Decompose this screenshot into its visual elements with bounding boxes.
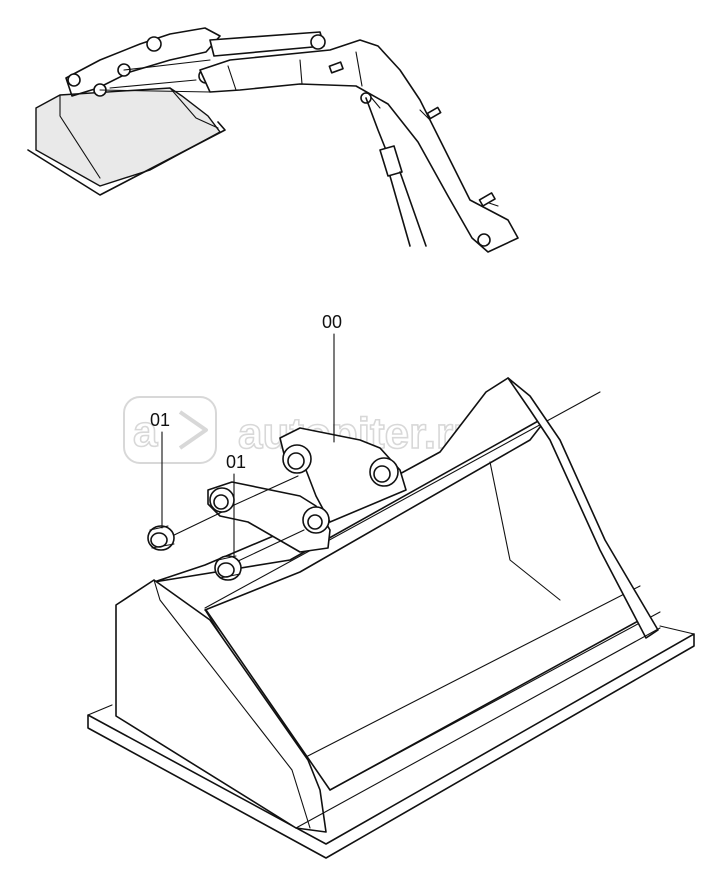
callouts: 00 01 01 — [150, 312, 342, 557]
watermark-logo-arrow — [178, 410, 208, 450]
bucket-right-side — [507, 377, 659, 639]
bracket-rear-hole-left — [287, 452, 305, 470]
inset-cylinder-pin — [310, 34, 326, 50]
bucket-base-plate-top — [87, 625, 695, 716]
inset-bucket-base — [27, 121, 226, 196]
excavator-arm-inset — [27, 27, 519, 253]
inset-arm-slot-1 — [328, 61, 344, 74]
inset-arm-cylinder-rod — [365, 97, 387, 151]
bucket-front-lip — [295, 627, 661, 829]
watermark-logo-box — [123, 396, 217, 464]
pin-axis-lower — [235, 529, 305, 563]
bushing-lower-rim — [217, 555, 241, 579]
inset-helper-lines — [99, 59, 211, 93]
inset-pin-1 — [67, 73, 81, 87]
inset-arm-detail — [227, 51, 499, 207]
bucket-inner-edges — [204, 391, 661, 791]
bucket-back-wall — [153, 377, 541, 583]
inset-arm — [199, 39, 519, 253]
bucket-assembly — [87, 377, 695, 859]
inset-bucket-rim — [59, 87, 219, 179]
inset-arm-slot-2 — [426, 106, 442, 120]
inset-arm-cylinder-body — [379, 145, 403, 177]
callout-label-assembly: 00 — [322, 312, 342, 332]
inset-arm-slot-3 — [478, 192, 496, 207]
watermark-logo-a: a — [133, 407, 158, 456]
inset-arm-cylinder-tube — [389, 171, 427, 247]
inset-arm-pin-bottom — [477, 233, 491, 247]
bucket-left-side-inner — [153, 579, 311, 829]
pin-axis-upper — [169, 475, 299, 538]
bucket-base-plate — [87, 633, 695, 859]
bracket-front-hole-right — [307, 514, 323, 530]
bushing-upper-rim — [149, 525, 175, 549]
bracket-front-hole-left — [213, 494, 229, 510]
bucket-left-side — [115, 579, 327, 833]
bushing-lower-inner — [217, 562, 235, 578]
bracket-rear-hole-right — [373, 465, 391, 483]
bushing-lower — [214, 555, 242, 581]
callout-label-bushing-lower: 01 — [226, 452, 246, 472]
callout-label-bushing-upper: 01 — [150, 410, 170, 430]
bracket-front — [207, 481, 331, 553]
inset-pin-4 — [146, 36, 162, 52]
bushing-upper-inner — [150, 532, 168, 548]
bushing-upper — [147, 525, 175, 551]
inset-bucket-body — [35, 87, 222, 187]
